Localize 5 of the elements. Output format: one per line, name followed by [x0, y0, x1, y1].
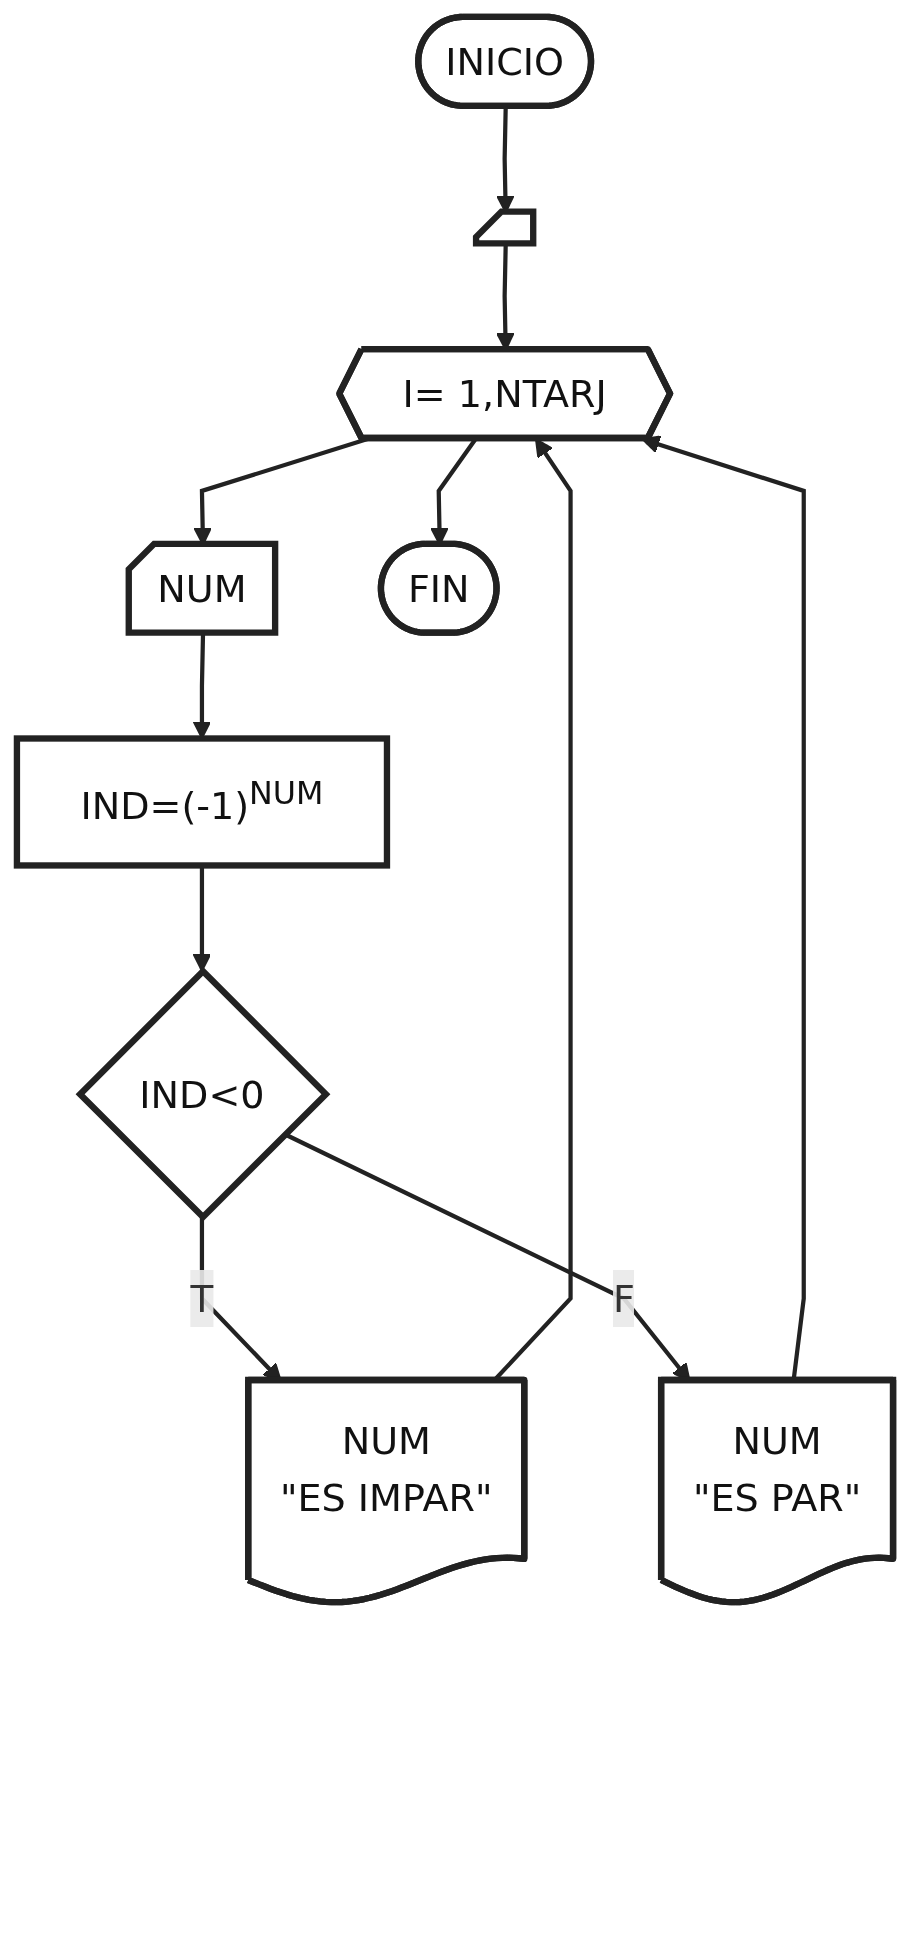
node-card — [472, 208, 537, 247]
edge-label: F — [612, 1276, 635, 1321]
node-diamond: IND<0 — [75, 966, 331, 1222]
node-box: IND=(-1)$^{NUM}$ — [13, 735, 391, 869]
edge-label: T — [190, 1276, 214, 1321]
